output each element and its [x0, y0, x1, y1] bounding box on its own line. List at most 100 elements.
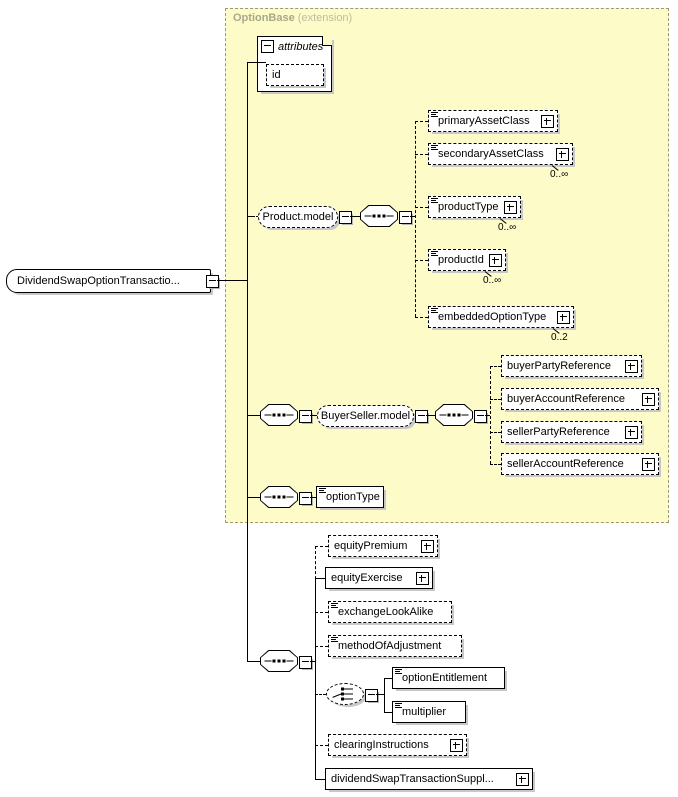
buyerseller-inner-expander-minus-icon[interactable]: [474, 410, 487, 423]
element-productid[interactable]: productId: [428, 249, 506, 271]
root-expander-minus-icon[interactable]: [206, 275, 219, 288]
element-selleraccountreference-label: sellerAccountReference: [507, 457, 624, 470]
choice-node[interactable]: [326, 683, 364, 705]
connector-to-equitypremium: [315, 546, 328, 547]
element-buyeraccountreference[interactable]: buyerAccountReference: [501, 388, 659, 410]
element-optionentitlement[interactable]: optionEntitlement: [392, 667, 505, 689]
sequence-node-optiontype-icon: [264, 495, 294, 499]
connector-buyerseller-to-innerseq: [426, 415, 435, 416]
element-buyeraccountreference-expander-plus-icon[interactable]: [642, 392, 655, 406]
connector-innerseq-out: [485, 415, 490, 416]
sequence-node-buyerseller-inner-icon: [439, 413, 469, 417]
connector-to-dividendswaptransactionsupplement: [315, 779, 325, 780]
element-secondaryassetclass-expander-plus-icon[interactable]: [556, 147, 569, 161]
root-element-label: DividendSwapOptionTransactio...: [17, 275, 180, 287]
optiontype-seq-expander-minus-icon[interactable]: [299, 492, 312, 505]
connector-to-secondaryassetclass: [415, 154, 428, 155]
connector-to-choice-node: [315, 694, 326, 695]
element-clearinginstructions-expander-plus-icon[interactable]: [450, 738, 463, 752]
element-sellerpartyreference-expander-plus-icon[interactable]: [625, 425, 638, 439]
complextype-marker-icon: [431, 308, 438, 314]
element-primaryassetclass-expander-plus-icon[interactable]: [541, 114, 554, 128]
element-secondaryassetclass[interactable]: secondaryAssetClass: [428, 143, 573, 165]
element-methodofadjustment-label: methodOfAdjustment: [338, 639, 442, 652]
complextype-marker-icon: [431, 198, 438, 204]
cardinality-embeddedoptiontype: 0..2: [551, 332, 568, 343]
element-multiplier-label: multiplier: [402, 705, 447, 718]
connector-productmodel-dash: [250, 216, 259, 217]
attribute-id[interactable]: id: [266, 64, 324, 86]
buyerseller-outer-expander-minus-icon[interactable]: [299, 410, 312, 423]
connector-to-clearinginstructions: [315, 745, 328, 746]
attributes-header[interactable]: attributes: [261, 40, 323, 53]
element-primaryassetclass[interactable]: primaryAssetClass: [428, 110, 558, 132]
root-element-dividendswapoptiontransaction[interactable]: DividendSwapOptionTransactio...: [6, 269, 211, 293]
connector-to-optionentitlement: [384, 678, 392, 679]
element-clearinginstructions[interactable]: clearingInstructions: [328, 734, 467, 756]
extension-kind: (extension): [297, 12, 353, 24]
element-multiplier[interactable]: multiplier: [392, 701, 466, 723]
connector-spine-to-attributes: [247, 62, 266, 63]
element-methodofadjustment[interactable]: methodOfAdjustment: [328, 635, 462, 657]
element-sellerpartyreference-label: sellerPartyReference: [507, 425, 610, 438]
element-sellerpartyreference[interactable]: sellerPartyReference: [501, 421, 642, 443]
connector-buyerseller-children-bus: [490, 366, 491, 464]
complextype-marker-icon: [331, 637, 338, 643]
complextype-marker-icon: [395, 703, 402, 709]
cardinality-productid: 0..∞: [483, 275, 502, 286]
connector-bodyseq-out: [310, 661, 315, 662]
group-ref-buyerseller-model[interactable]: BuyerSeller.model: [317, 405, 414, 427]
body-seq-expander-minus-icon[interactable]: [299, 656, 312, 669]
element-producttype[interactable]: productType: [428, 196, 521, 218]
complextype-marker-icon: [319, 488, 326, 494]
connector-buyersellerseq-to-groupref: [310, 415, 318, 416]
element-buyerpartyreference[interactable]: buyerPartyReference: [501, 355, 642, 377]
element-exchangelookalike-label: exchangeLookAlike: [338, 605, 434, 618]
choice-node-expander-minus-icon[interactable]: [365, 689, 378, 702]
element-producttype-expander-plus-icon[interactable]: [504, 200, 517, 214]
sequence-node-buyerseller-outer-icon: [264, 413, 294, 417]
element-productid-label: productId: [438, 253, 484, 266]
element-producttype-label: productType: [438, 200, 499, 213]
element-secondaryassetclass-label: secondaryAssetClass: [438, 147, 544, 160]
element-equityexercise[interactable]: equityExercise: [325, 567, 433, 589]
connector-to-productid: [415, 260, 428, 261]
extension-base-name: OptionBase: [233, 12, 295, 24]
connector-to-sellerpartyreference: [490, 432, 501, 433]
connector-to-multiplier: [384, 712, 392, 713]
element-dividendswaptransactionsupplement-label: dividendSwapTransactionSuppl...: [331, 772, 494, 785]
connector-to-embeddedoptiontype: [415, 317, 428, 318]
element-optiontype[interactable]: optionType: [316, 486, 384, 508]
element-dividendswaptransactionsupplement-expander-plus-icon[interactable]: [516, 772, 529, 786]
group-ref-buyerseller-model-label: BuyerSeller.model: [320, 410, 411, 422]
element-embeddedoptiontype-expander-plus-icon[interactable]: [557, 310, 570, 324]
element-equityexercise-expander-plus-icon[interactable]: [416, 571, 429, 585]
element-equitypremium-expander-plus-icon[interactable]: [421, 539, 434, 553]
connector-root-to-spine: [217, 280, 247, 281]
connector-body-bus-solid-lower: [315, 661, 316, 780]
buyerseller-model-expander-minus-icon[interactable]: [415, 410, 428, 423]
connector-spine-to-buyersellerseq: [247, 415, 260, 416]
element-productid-expander-plus-icon[interactable]: [489, 253, 502, 267]
element-embeddedoptiontype[interactable]: embeddedOptionType: [428, 306, 574, 328]
group-ref-product-model[interactable]: Product.model: [258, 206, 338, 228]
element-selleraccountreference-expander-plus-icon[interactable]: [642, 457, 655, 471]
element-buyeraccountreference-label: buyerAccountReference: [507, 392, 626, 405]
connector-to-producttype: [415, 207, 428, 208]
connector-to-exchangelookalike: [315, 612, 328, 613]
complextype-marker-icon: [431, 145, 438, 151]
connector-productmodel-to-seq: [350, 216, 360, 217]
element-selleraccountreference[interactable]: sellerAccountReference: [501, 453, 659, 475]
complextype-marker-icon: [395, 669, 402, 675]
element-exchangelookalike[interactable]: exchangeLookAlike: [328, 601, 452, 623]
element-dividendswaptransactionsupplement[interactable]: dividendSwapTransactionSuppl...: [325, 768, 533, 790]
element-buyerpartyreference-expander-plus-icon[interactable]: [625, 359, 638, 373]
element-equitypremium[interactable]: equityPremium: [328, 535, 438, 557]
product-model-expander-minus-icon[interactable]: [339, 211, 352, 224]
attributes-expander-minus-icon[interactable]: [261, 40, 274, 53]
product-model-seq-expander-minus-icon[interactable]: [399, 211, 412, 224]
connector-spine-to-bodyseq: [247, 661, 260, 662]
cardinality-producttype: 0..∞: [498, 222, 517, 233]
attributes-notch: [322, 36, 332, 46]
element-optionentitlement-label: optionEntitlement: [402, 671, 487, 684]
